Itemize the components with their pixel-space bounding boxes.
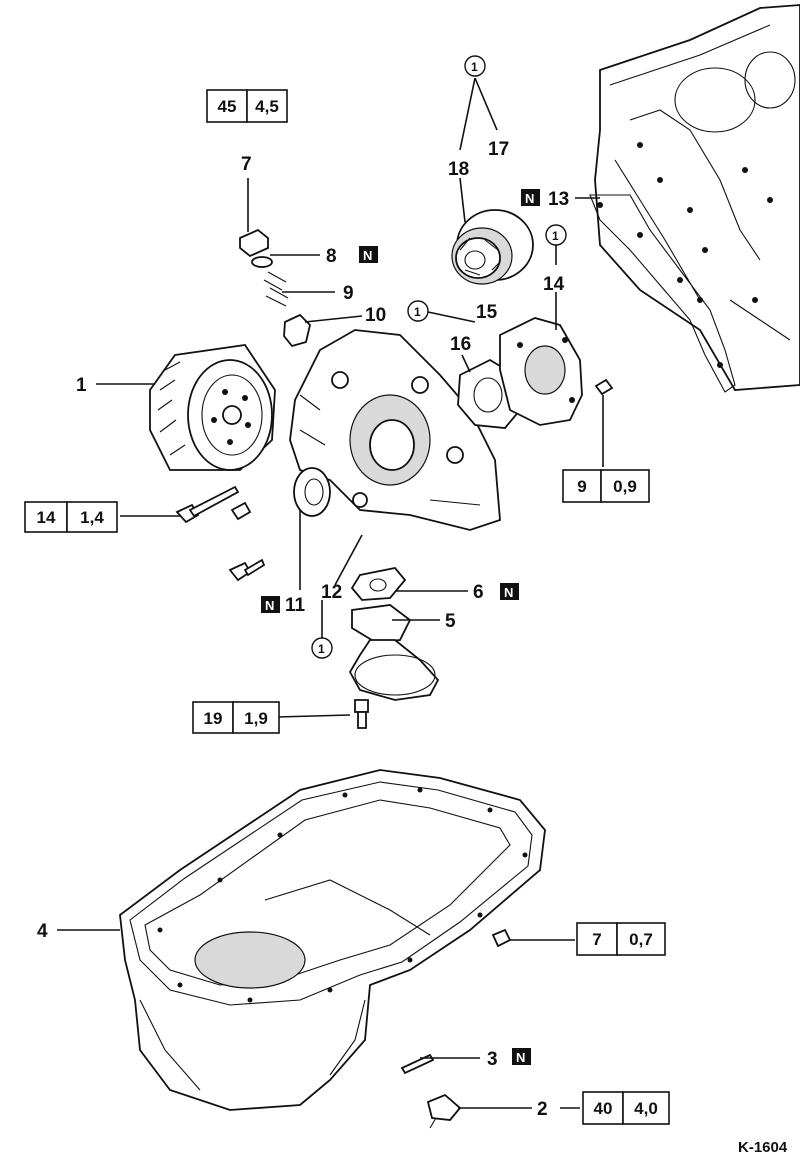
label-5: 5 [445,611,456,632]
label-9: 9 [343,283,354,304]
new-mark-3: N [516,1050,525,1065]
torque-box-pan: 7 0,7 [576,922,666,956]
figure-reference-code: K-1604 [738,1139,788,1156]
new-mark-13: N [525,191,534,206]
label-16: 16 [450,334,471,355]
torque-7-nm: 45 [218,97,237,116]
torque-7-kgm: 4,5 [255,97,279,116]
label-10: 10 [365,305,386,326]
torque-box-front-bolt: 14 1,4 [24,501,118,533]
torque-box-drain: 40 4,0 [582,1091,670,1125]
torque-box-rear-bolt: 9 0,9 [562,469,650,503]
circled-marks: 1 1 1 1 [311,55,567,659]
torque-box-strainer: 19 1,9 [192,701,280,734]
label-14: 14 [543,274,565,295]
bolt-drawings [175,378,614,729]
label-7: 7 [241,154,252,175]
oil-strainer-drawing [348,567,440,701]
label-15: 15 [476,302,498,323]
new-part-marks: N N N N N [261,189,540,1065]
label-2: 2 [537,1099,548,1120]
label-13: 13 [548,189,569,210]
part-number-labels: 1 2 3 4 5 6 7 8 9 10 11 12 13 14 15 16 1… [37,139,569,1120]
label-1: 1 [76,375,87,396]
label-11: 11 [285,595,306,616]
torque-strainer-kgm: 1,9 [244,709,268,728]
torque-rear-bolt-nm: 9 [577,477,586,496]
torque-drain-nm: 40 [594,1099,613,1118]
label-4: 4 [37,921,48,942]
torque-pan-kgm: 0,7 [629,930,653,949]
torque-strainer-nm: 19 [204,709,223,728]
new-mark-8: N [363,248,372,263]
label-17: 17 [488,139,509,160]
torque-drain-kgm: 4,0 [634,1099,658,1118]
torque-front-bolt-kgm: 1,4 [80,508,104,527]
relief-valve-parts-drawing [239,228,311,348]
crank-sprocket-drawing [451,209,534,285]
oil-pan-drawing [119,769,546,1111]
circle-mark-17-18: 1 [471,60,478,74]
torque-rear-bolt-kgm: 0,9 [613,477,637,496]
label-6: 6 [473,582,484,603]
label-18: 18 [448,159,469,180]
oil-pump-body-drawing [289,317,583,531]
new-mark-11: N [265,598,274,613]
label-12: 12 [321,582,342,603]
new-mark-6: N [504,585,513,600]
leader-lines [57,77,604,1109]
circle-mark-15: 1 [414,305,421,319]
oil-filter-drawing [149,344,276,471]
engine-block-drawing [589,4,800,393]
label-8: 8 [326,246,337,267]
torque-front-bolt-nm: 14 [37,508,56,527]
label-3: 3 [487,1049,498,1070]
torque-pan-nm: 7 [592,930,601,949]
circle-mark-14: 1 [552,229,559,243]
torque-box-7: 45 4,5 [206,89,288,123]
circle-mark-12: 1 [318,642,325,656]
